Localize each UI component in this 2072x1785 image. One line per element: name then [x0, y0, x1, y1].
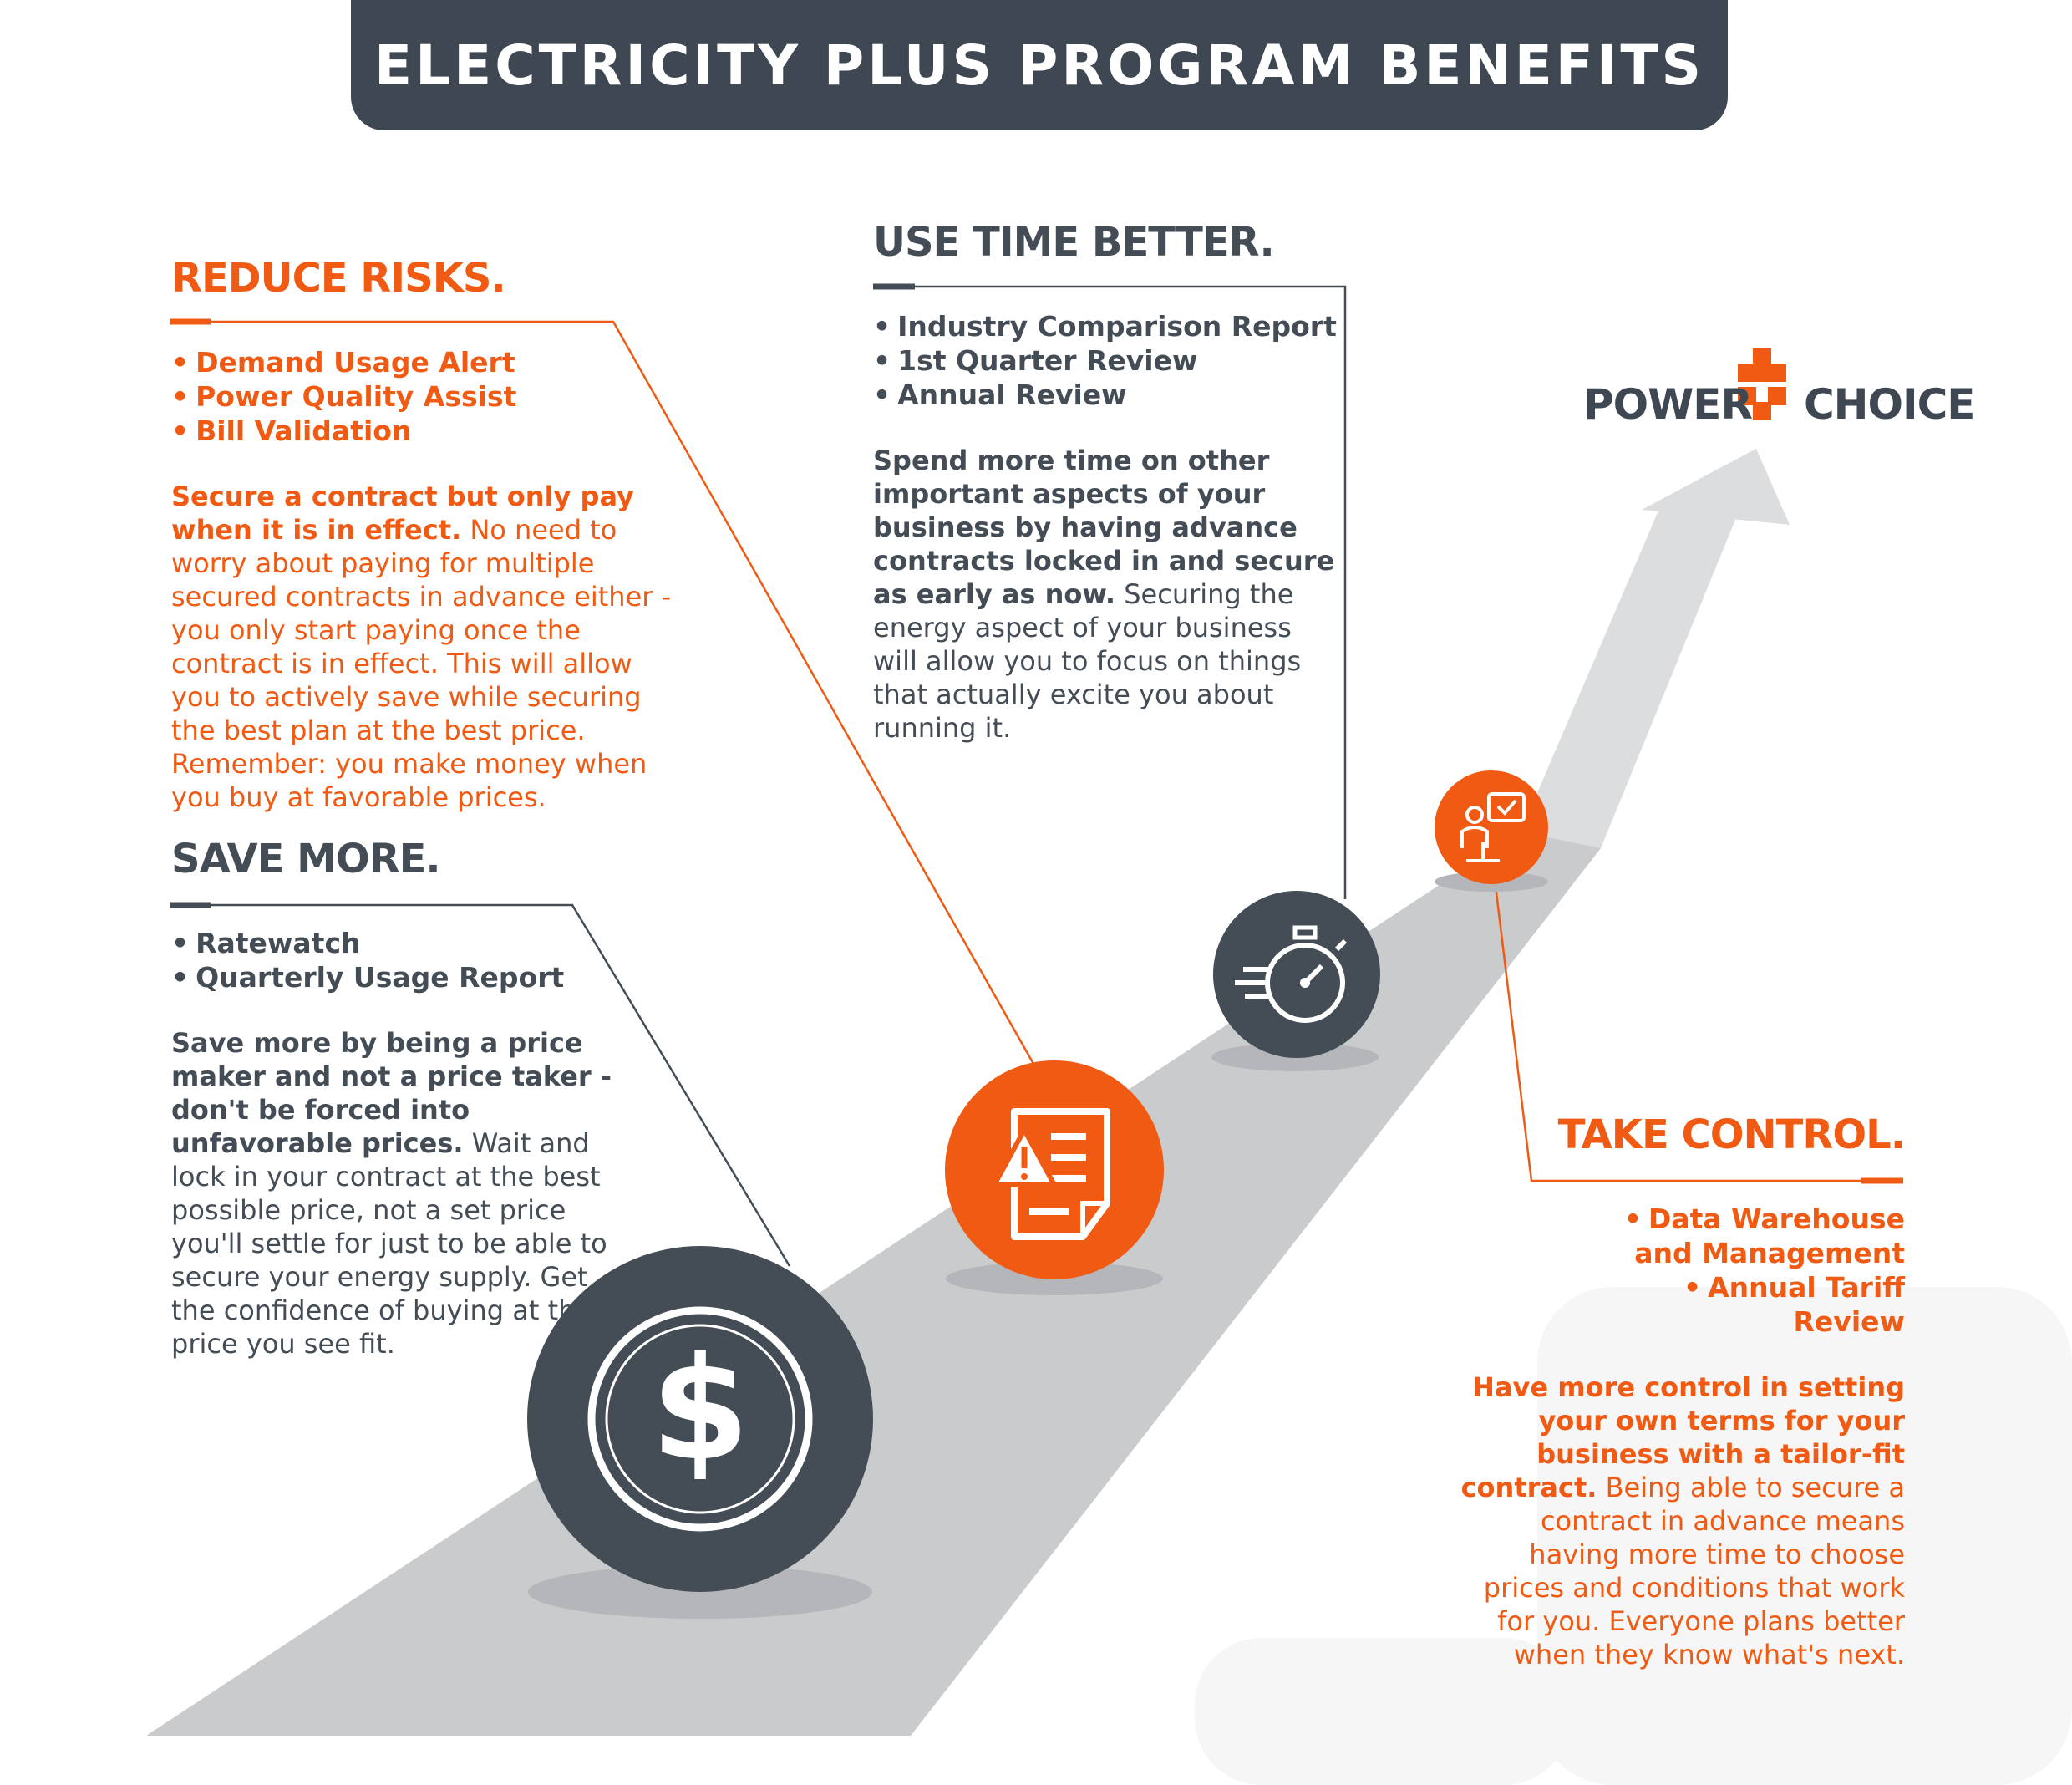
bullet-item: Bill Validation [171, 414, 673, 448]
svg-text:$: $ [651, 1327, 749, 1493]
bullet-item: 1st Quarter Review [873, 343, 1341, 378]
dollar-icon: $ [527, 1246, 873, 1592]
bullet-list: Demand Usage Alert Power Quality Assist … [171, 345, 673, 448]
title-bar: ELECTRICITY PLUS PROGRAM BENEFITS [351, 0, 1728, 130]
logo-text-right: CHOICE [1803, 380, 1975, 429]
section-save-more: SAVE MORE. Ratewatch Quarterly Usage Rep… [171, 836, 614, 1360]
description-body: No need to worry about paying for multip… [171, 514, 672, 813]
section-take-control: TAKE CONTROL. Data Warehouse and Managem… [1454, 1111, 1906, 1671]
bullet-item: Quarterly Usage Report [171, 960, 614, 994]
warning-document-icon [945, 1060, 1164, 1279]
bullet-item: Data Warehouse and Management [1604, 1202, 1905, 1270]
description-bold: Save more by being a price maker and not… [171, 1027, 612, 1159]
section-use-time-better: USE TIME BETTER. Industry Comparison Rep… [873, 219, 1341, 745]
heading-save-more: SAVE MORE. [171, 836, 441, 882]
connector-take-control [1494, 885, 1903, 1182]
heading-use-time-better: USE TIME BETTER. [873, 219, 1275, 266]
stopwatch-icon [1213, 891, 1380, 1058]
heading-reduce-risks: REDUCE RISKS. [171, 255, 506, 302]
bullet-item: Ratewatch [171, 926, 614, 960]
connector-save-more [170, 903, 791, 1267]
description: Save more by being a price maker and not… [171, 1026, 614, 1360]
bullet-list: Ratewatch Quarterly Usage Report [171, 926, 614, 994]
bullet-item: Annual Tariff Review [1604, 1270, 1905, 1339]
description: Spend more time on other important aspec… [873, 444, 1341, 745]
consultant-check-icon [1435, 770, 1548, 884]
page-title: ELECTRICITY PLUS PROGRAM BENEFITS [374, 33, 1704, 98]
description-bold: Spend more time on other important aspec… [873, 445, 1335, 610]
connector-reduce-risks [170, 320, 1035, 1065]
section-reduce-risks: REDUCE RISKS. Demand Usage Alert Power Q… [171, 255, 673, 814]
arrow-shaft [1521, 497, 1739, 848]
bg-shape [1195, 1638, 1571, 1785]
power-choice-logo-mark [1738, 348, 1786, 420]
bg-shape [1537, 1287, 2072, 1785]
connector-use-time [873, 285, 1347, 899]
description-body: Being able to secure a contract in advan… [1483, 1472, 1905, 1671]
bullet-item: Industry Comparison Report [873, 309, 1341, 343]
description-bold: Secure a contract but only pay when it i… [171, 481, 634, 546]
power-choice-logo: POWER CHOICE [1583, 380, 1975, 429]
description-body: Securing the energy aspect of your busin… [873, 578, 1302, 744]
logo-text-left: POWER [1583, 380, 1753, 429]
description: Have more control in setting your own te… [1454, 1371, 1905, 1671]
description: Secure a contract but only pay when it i… [171, 480, 673, 814]
description-body: Wait and lock in your contract at the be… [171, 1127, 607, 1360]
bullet-item: Power Quality Assist [171, 379, 673, 414]
description-bold: Have more control in setting your own te… [1460, 1371, 1905, 1503]
bullet-item: Demand Usage Alert [171, 345, 673, 379]
bullet-item: Annual Review [873, 378, 1341, 412]
bullet-list: Industry Comparison Report 1st Quarter R… [873, 309, 1341, 412]
heading-take-control: TAKE CONTROL. [1557, 1111, 1906, 1158]
bullet-list: Data Warehouse and Management Annual Tar… [1604, 1202, 1905, 1339]
